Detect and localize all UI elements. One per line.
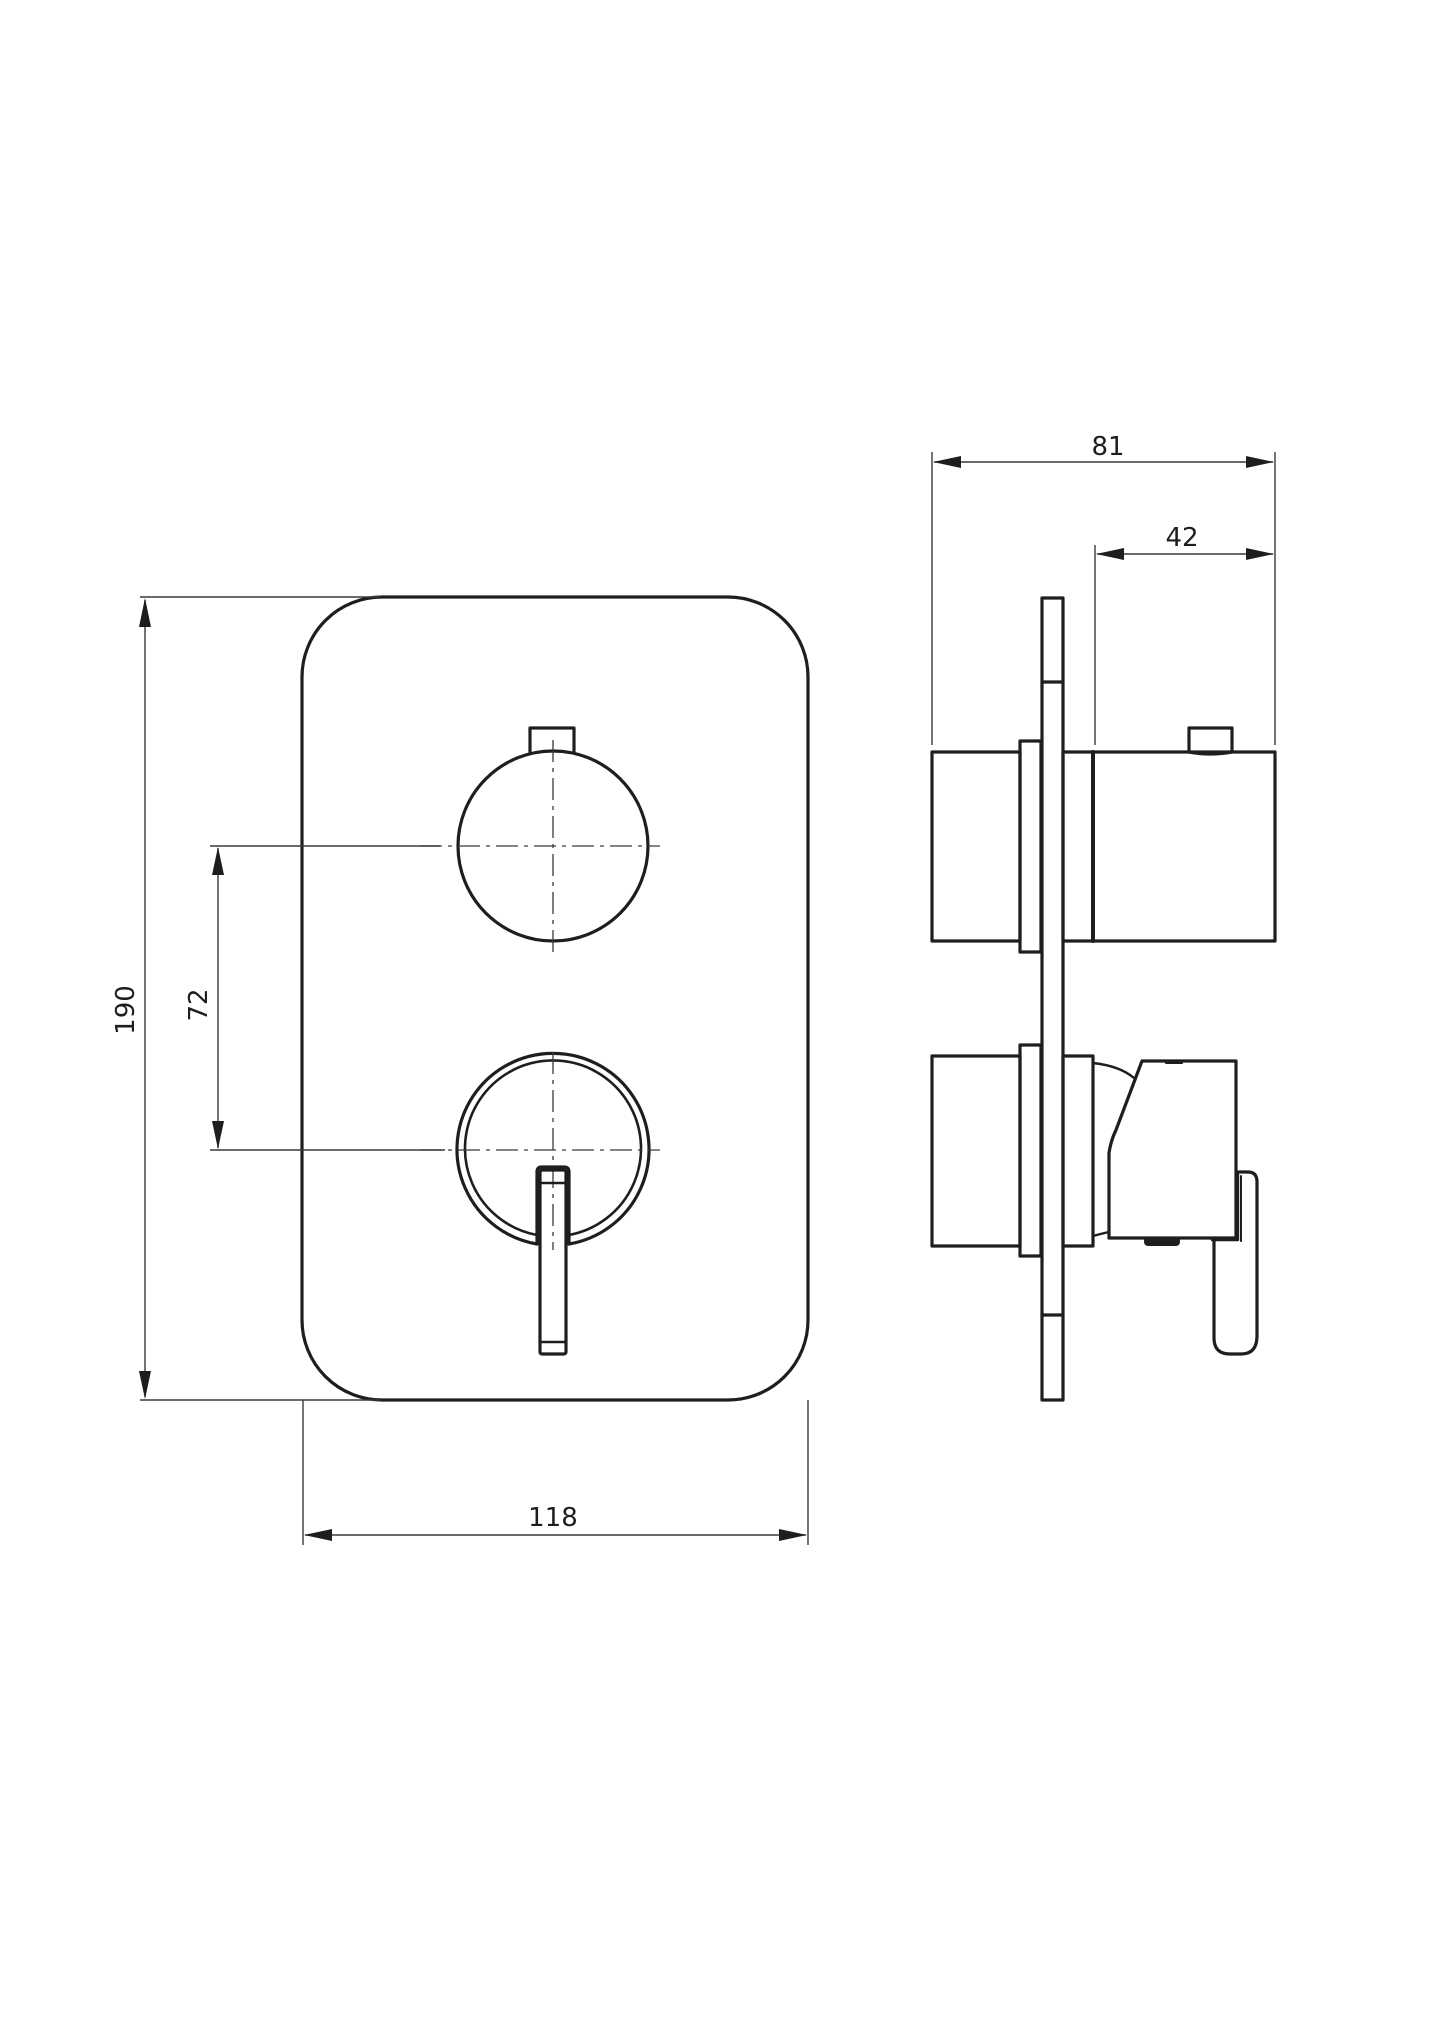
dimension-72: 72 xyxy=(184,845,445,1151)
lower-neck-curve-top xyxy=(1091,1061,1136,1080)
lower-rear-body xyxy=(930,1054,1022,1248)
lower-handle-body xyxy=(1107,1059,1238,1240)
dimension-72-label: 72 xyxy=(184,988,214,1021)
front-view: 190 72 118 xyxy=(111,595,810,1545)
lever-body xyxy=(538,1168,568,1356)
lever-outer xyxy=(535,1165,571,1246)
lower-front-collar xyxy=(1061,1054,1095,1248)
dimension-118-label: 118 xyxy=(528,1503,578,1533)
dimension-118: 118 xyxy=(302,1400,809,1545)
side-view: 81 42 xyxy=(930,432,1277,1402)
dimension-42-label: 42 xyxy=(1165,523,1198,553)
side-upper-assembly xyxy=(930,726,1277,954)
front-plate xyxy=(300,595,810,1402)
lower-neck-curve-bottom xyxy=(1091,1230,1111,1238)
dimension-42: 42 xyxy=(1094,523,1274,745)
side-lever xyxy=(1212,1170,1259,1356)
dimension-81: 81 xyxy=(931,432,1276,745)
dimension-190: 190 xyxy=(111,596,380,1401)
top-knob-notch xyxy=(528,726,576,754)
dimension-81-label: 81 xyxy=(1091,432,1124,462)
side-lower-assembly xyxy=(930,1043,1259,1356)
front-lever xyxy=(535,1165,571,1356)
upper-knob-body xyxy=(1091,750,1277,943)
side-plate xyxy=(1040,596,1065,1402)
side-lever-inner xyxy=(1210,1172,1240,1242)
upper-rear-body xyxy=(930,750,1022,943)
lower-flange xyxy=(1018,1043,1043,1258)
dimension-190-label: 190 xyxy=(111,985,141,1035)
upper-front-collar xyxy=(1061,750,1095,943)
bottom-knob xyxy=(420,1051,660,1356)
lower-handle-nub xyxy=(1144,1237,1180,1246)
top-knob xyxy=(420,726,660,952)
upper-knob-notch xyxy=(1187,726,1234,756)
upper-flange xyxy=(1018,739,1043,954)
